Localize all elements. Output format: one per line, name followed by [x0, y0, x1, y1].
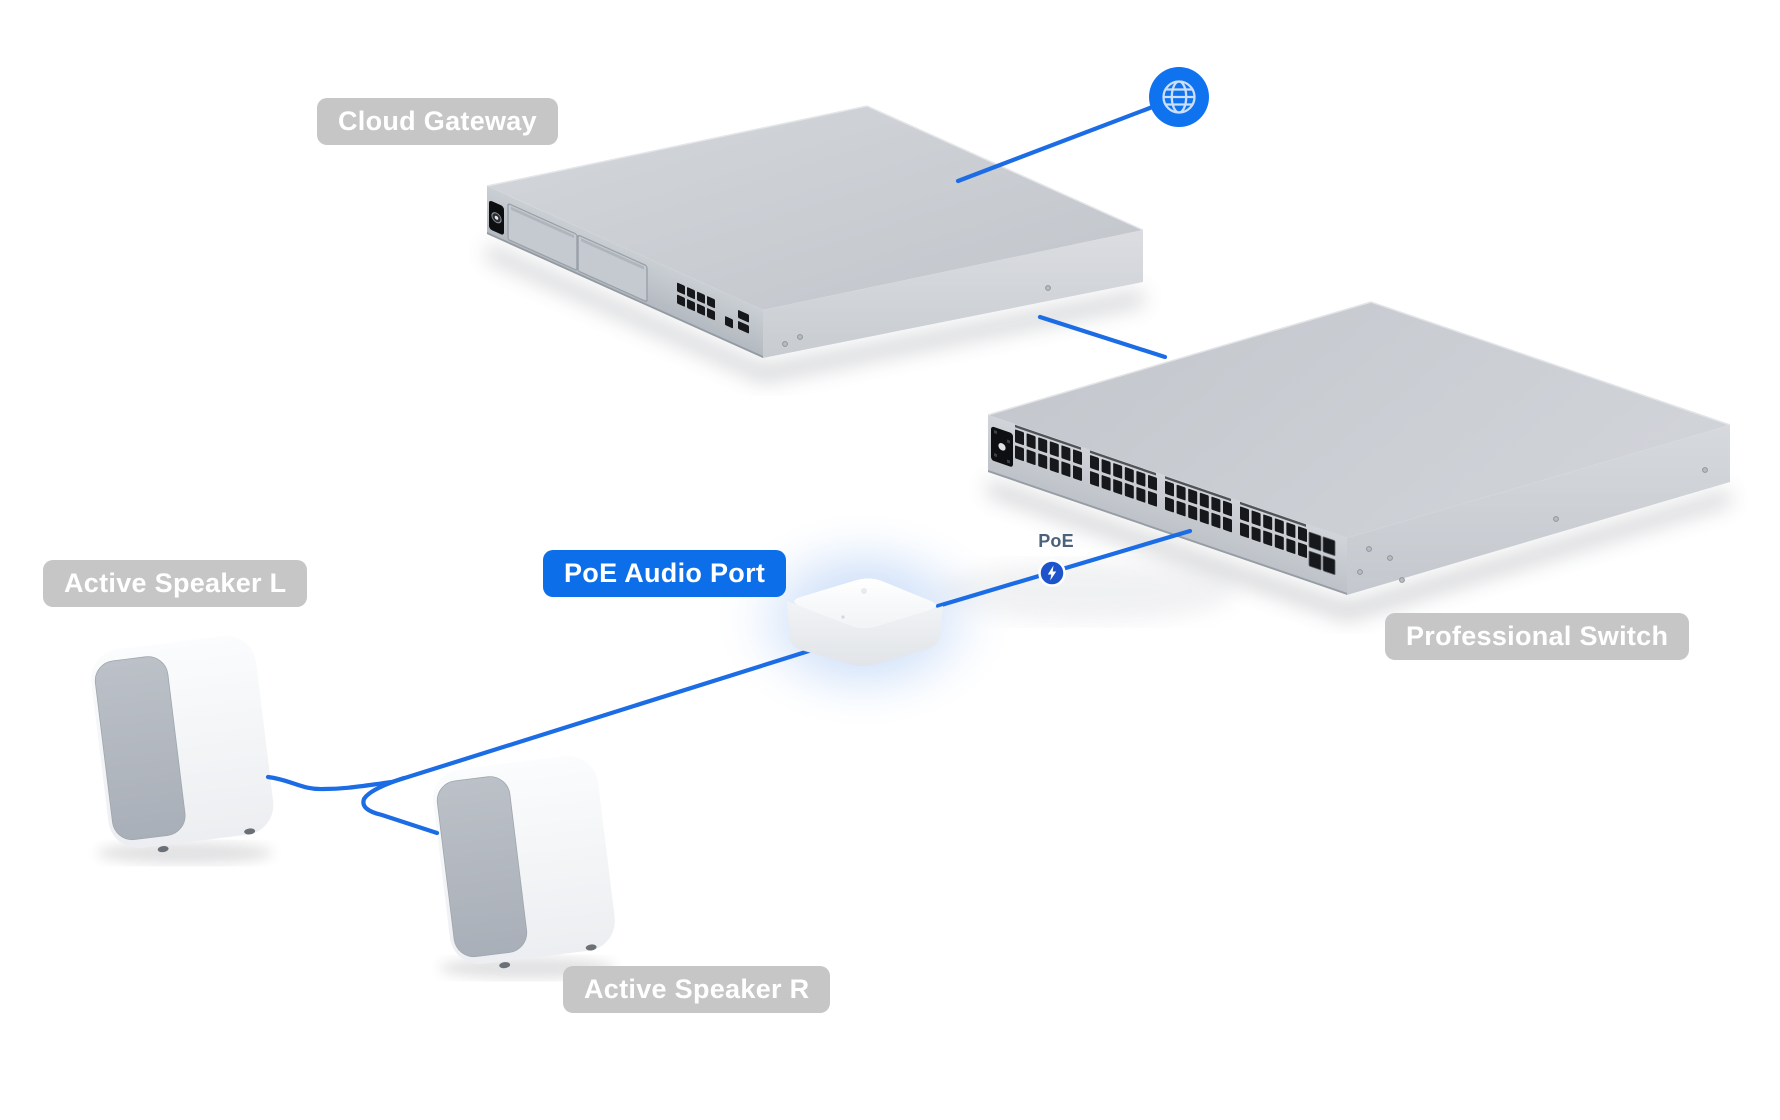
gateway-side-face — [763, 230, 1143, 358]
label-poe: PoE — [1038, 531, 1074, 551]
gateway-ports — [677, 282, 749, 334]
label-poe-audio-port: PoE Audio Port — [543, 550, 787, 597]
poe-lightning-icon — [1038, 559, 1066, 587]
audio-port-top — [794, 578, 937, 629]
label-cloud-gateway: Cloud Gateway — [317, 98, 558, 145]
speaker-r-device — [433, 756, 615, 969]
gateway-drive-bays — [507, 203, 648, 302]
professional-switch-device — [987, 301, 1731, 595]
switch-display-panel — [991, 426, 1013, 467]
label-active-speaker-l: Active Speaker L — [43, 560, 308, 607]
label-active-speaker-r: Active Speaker R — [563, 966, 831, 1013]
switch-port-clusters — [1015, 424, 1307, 558]
switch-front-face — [988, 415, 1347, 595]
link-gateway-internet — [955, 103, 1158, 184]
speaker-l-device — [91, 636, 274, 853]
gateway-screws — [782, 285, 1051, 347]
link-audioport-speaker-r — [361, 775, 440, 836]
switch-side-face — [1347, 425, 1730, 595]
link-gateway-switch — [1037, 314, 1168, 360]
internet-globe-icon — [1149, 67, 1209, 127]
speaker-r-grille — [436, 776, 528, 958]
link-audioport-speaker-l — [265, 647, 815, 792]
switch-sfp-ports — [1308, 531, 1336, 575]
speaker-l-grille — [94, 656, 186, 841]
gateway-power-button — [489, 200, 504, 235]
audio-port-sides — [787, 601, 943, 666]
poe-audio-port-device — [787, 578, 943, 666]
label-professional-switch: Professional Switch — [1385, 613, 1690, 660]
switch-screws — [1357, 467, 1708, 583]
gateway-front-face — [487, 185, 763, 359]
cloud-gateway-device — [486, 105, 1144, 359]
